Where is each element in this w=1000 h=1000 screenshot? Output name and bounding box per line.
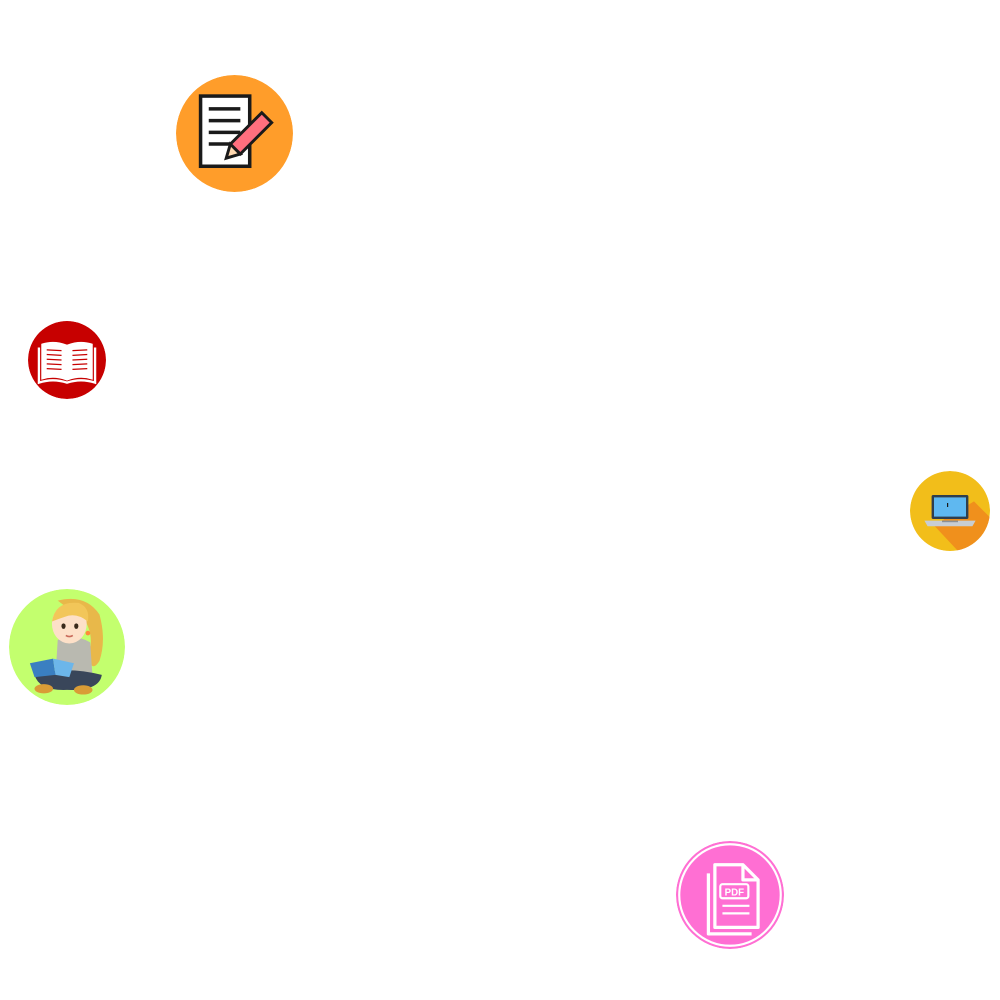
pdf-label: PDF	[725, 888, 745, 899]
open-book-icon[interactable]	[28, 321, 106, 399]
laptop-icon[interactable]	[910, 471, 990, 551]
girl-reading-icon[interactable]	[9, 589, 125, 705]
edit-document-icon[interactable]	[176, 75, 293, 192]
pdf-file-icon[interactable]: PDF	[676, 841, 784, 949]
